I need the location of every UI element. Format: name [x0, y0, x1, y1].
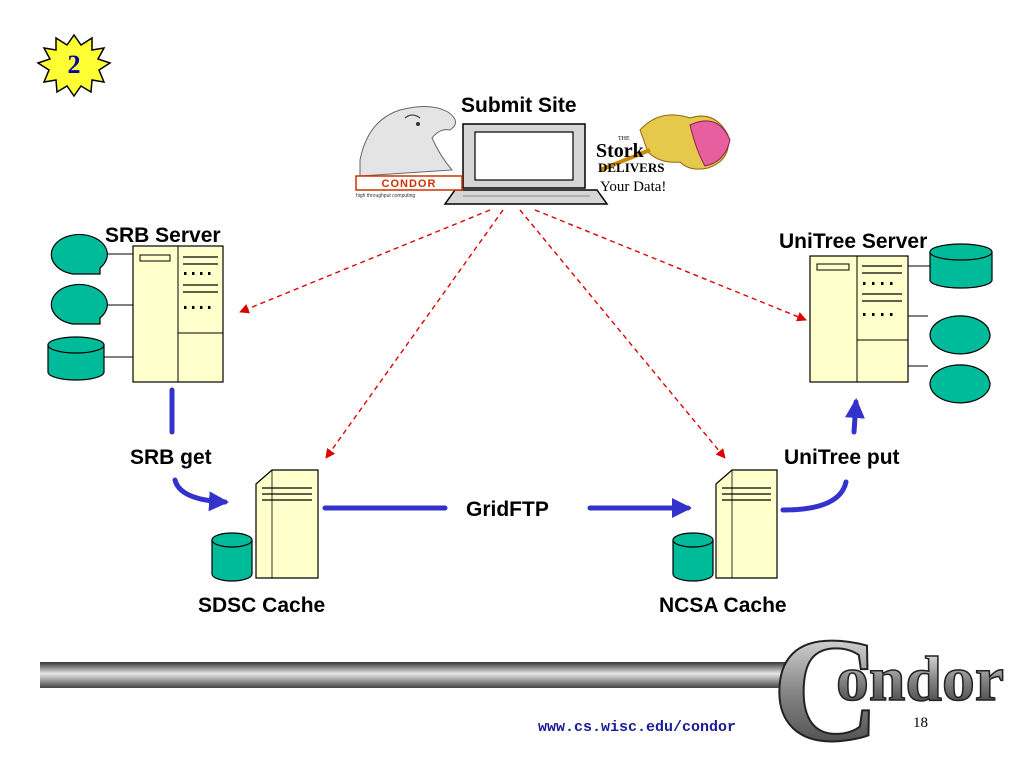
flow-unitree-up — [844, 398, 865, 435]
label-unitree-put: UniTree put — [784, 446, 900, 469]
label-submit-site: Submit Site — [461, 94, 577, 117]
flow-srb-to-sdsc — [172, 477, 229, 512]
sdsc-cache-tower — [255, 469, 319, 579]
stork-name-text: Stork — [596, 140, 645, 162]
label-unitree-server: UniTree Server — [779, 230, 927, 253]
unitree-server-group — [809, 243, 993, 404]
disk-icon-srb — [47, 336, 105, 381]
tape-icon-unitree-2 — [929, 364, 991, 404]
condor-big-rest: ondor — [836, 643, 1004, 714]
sdsc-cache-group — [211, 469, 319, 582]
laptop-icon — [443, 123, 609, 205]
stork-delivers-text: DELIVERS — [598, 160, 664, 175]
control-arrow-unitree-server — [534, 209, 807, 322]
control-arrow-sdsc-cache — [325, 209, 504, 459]
step-number: 2 — [68, 50, 81, 79]
stork-the-text: THE — [618, 136, 630, 142]
condor-big-c: C — [772, 607, 880, 768]
control-arrows — [239, 209, 807, 459]
tape-icon-srb-2 — [50, 283, 108, 325]
control-arrow-srb-server — [239, 209, 491, 314]
step-badge: 2 — [36, 33, 112, 98]
unitree-server-rack — [809, 255, 909, 383]
condor-small-tagline: high throughput computing — [356, 193, 415, 199]
label-srb-server: SRB Server — [105, 224, 221, 247]
starburst-shape — [36, 33, 112, 98]
control-arrow-ncsa-cache — [519, 209, 726, 459]
ncsa-cache-group — [672, 469, 778, 582]
page-number: 18 — [913, 715, 928, 731]
condor-small-logo-text: CONDOR — [382, 178, 437, 190]
srb-server-group — [47, 233, 224, 383]
tape-icon-unitree-1 — [929, 315, 991, 355]
footer-url: www.cs.wisc.edu/condor — [538, 719, 736, 736]
stork-tagline-text: Your Data! — [600, 179, 666, 195]
disk-icon-unitree — [929, 243, 993, 289]
label-ncsa-cache: NCSA Cache — [659, 594, 787, 617]
stork-logo: THE Stork DELIVERS Your Data! — [596, 114, 731, 195]
tape-icon-srb-1 — [50, 233, 108, 275]
footer-bar — [40, 662, 802, 688]
label-sdsc-cache: SDSC Cache — [198, 594, 325, 617]
data-flow-lines — [169, 387, 865, 518]
flow-ncsa-to-unitree — [780, 479, 849, 513]
label-srb-get: SRB get — [130, 446, 212, 469]
disk-icon-sdsc — [211, 532, 253, 582]
ncsa-cache-tower — [715, 469, 778, 579]
condor-bird-logo: CONDOR high throughput computing — [355, 106, 463, 199]
condor-wordmark-logo: C ondor — [771, 606, 1005, 768]
disk-icon-ncsa — [672, 532, 714, 582]
label-gridftp: GridFTP — [466, 498, 549, 521]
